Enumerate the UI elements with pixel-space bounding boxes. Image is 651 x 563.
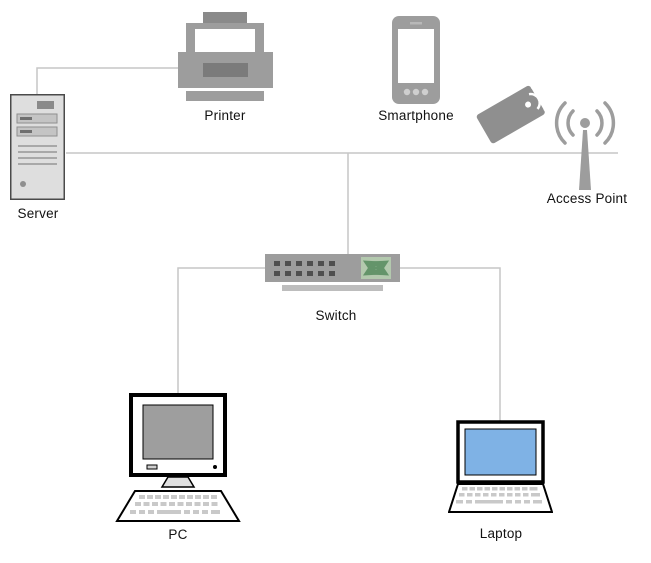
- node-label-server: Server: [17, 206, 59, 221]
- node-label-switch: Switch: [315, 308, 357, 323]
- server-icon: [10, 94, 65, 200]
- node-access-point: [475, 85, 635, 200]
- node-label-access-point: Access Point: [546, 191, 628, 206]
- smartphone-icon: [392, 16, 440, 104]
- printer-icon: [178, 12, 273, 101]
- node-smartphone: [392, 16, 440, 109]
- edge-switch-laptop: [400, 267, 501, 421]
- node-printer: [178, 12, 273, 110]
- pc-icon: [115, 393, 241, 522]
- node-label-pc: PC: [168, 527, 188, 542]
- antenna-icon: [554, 101, 616, 190]
- access-point-icon: [476, 85, 616, 190]
- node-laptop: [447, 420, 554, 522]
- laptop-icon: [447, 420, 554, 513]
- edge-server-printer: [36, 67, 179, 94]
- edge-switch-pc: [177, 267, 265, 394]
- wireless-card-icon: [476, 85, 550, 144]
- node-switch: [265, 254, 400, 299]
- switch-icon: [265, 254, 400, 291]
- node-server: [10, 94, 65, 205]
- node-pc: [115, 393, 241, 528]
- node-label-smartphone: Smartphone: [378, 108, 454, 123]
- node-label-laptop: Laptop: [479, 526, 523, 541]
- node-label-printer: Printer: [204, 108, 246, 123]
